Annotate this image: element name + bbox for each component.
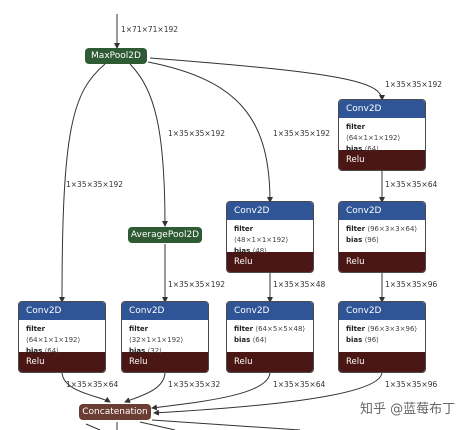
edge-b1-concat [61, 371, 111, 403]
filter-value: ⟨64×5×5×48⟩ [255, 325, 306, 333]
conv-title: Conv2D [339, 302, 425, 320]
input-shape-label: 1×71×71×192 [121, 25, 179, 34]
bias-label: bias [234, 247, 251, 255]
edge-label-b2-concat: 1×35×35×32 [168, 380, 221, 389]
conv-node-b3a[interactable]: Conv2D filter ⟨48×1×1×192⟩ bias ⟨48⟩ Rel… [227, 202, 313, 272]
edge-label-b3-concat: 1×35×35×64 [273, 380, 326, 389]
bias-label: bias [129, 347, 146, 355]
activation-label: Relu [339, 352, 425, 372]
bias-label: bias [346, 336, 363, 344]
activation-label: Relu [122, 352, 208, 372]
filter-value: ⟨64×1×1×192⟩ [26, 336, 81, 344]
bias-value: ⟨64⟩ [44, 347, 59, 355]
bias-value: ⟨96⟩ [364, 336, 379, 344]
edge-label-b4b-b4c: 1×35×35×96 [385, 280, 438, 289]
activation-label: Relu [339, 150, 425, 170]
filter-label: filter [26, 325, 46, 333]
conv-title: Conv2D [339, 100, 425, 118]
watermark-text: 知乎 @蓝莓布丁 [360, 402, 456, 417]
activation-label: Relu [19, 352, 105, 372]
filter-label: filter [346, 225, 366, 233]
conv-node-b1[interactable]: Conv2D filter ⟨64×1×1×192⟩ bias ⟨64⟩ Rel… [19, 302, 105, 372]
conv-title: Conv2D [227, 302, 313, 320]
edge-label-b1-concat: 1×35×35×64 [66, 380, 119, 389]
conv-params: filter ⟨96×3×3×64⟩ bias ⟨96⟩ [339, 220, 425, 252]
edge-label-maxpool-b4: 1×35×35×192 [385, 80, 443, 89]
activation-label: Relu [339, 252, 425, 272]
conv-node-b4c[interactable]: Conv2D filter ⟨96×3×3×96⟩ bias ⟨96⟩ Relu [339, 302, 425, 372]
filter-label: filter [346, 123, 366, 131]
filter-value: ⟨96×3×3×96⟩ [367, 325, 418, 333]
filter-value: ⟨48×1×1×192⟩ [234, 236, 289, 244]
edge-maxpool-avgpool [129, 63, 168, 227]
bias-label: bias [234, 336, 251, 344]
bias-label: bias [26, 347, 43, 355]
edge-maxpool-conv-b4a [149, 57, 385, 101]
conv-node-b4b[interactable]: Conv2D filter ⟨96×3×3×64⟩ bias ⟨96⟩ Relu [339, 202, 425, 272]
conv-title: Conv2D [227, 202, 313, 220]
edge-b4-concat [153, 371, 383, 416]
bias-value: ⟨64⟩ [364, 145, 379, 153]
filter-label: filter [234, 225, 254, 233]
conv-title: Conv2D [19, 302, 105, 320]
filter-label: filter [129, 325, 149, 333]
edge-concat-out-4 [151, 419, 301, 430]
avgpool-node[interactable]: AveragePool2D [128, 227, 202, 243]
edge-label-b4a-b4b: 1×35×35×64 [385, 180, 438, 189]
edge-label-b3a-b3b: 1×35×35×48 [273, 280, 326, 289]
concatenation-node[interactable]: Concatenation [79, 404, 151, 420]
edge-concat-out-2 [85, 423, 101, 430]
conv-node-b3b[interactable]: Conv2D filter ⟨64×5×5×48⟩ bias ⟨64⟩ Relu [227, 302, 313, 372]
conv-node-b4a[interactable]: Conv2D filter ⟨64×1×1×192⟩ bias ⟨64⟩ Rel… [339, 100, 425, 170]
conv-params: filter ⟨64×1×1×192⟩ bias ⟨64⟩ [339, 118, 425, 153]
conv-title: Conv2D [122, 302, 208, 320]
conv-node-b2[interactable]: Conv2D filter ⟨32×1×1×192⟩ bias ⟨32⟩ Rel… [122, 302, 208, 372]
filter-label: filter [234, 325, 254, 333]
bias-value: ⟨64⟩ [252, 336, 267, 344]
filter-label: filter [346, 325, 366, 333]
edge-concat-out-3 [139, 421, 176, 430]
conv-params: filter ⟨32×1×1×192⟩ bias ⟨32⟩ [122, 320, 208, 355]
edge-b3-concat [151, 371, 271, 411]
edge-label-avgpool-conv: 1×35×35×192 [168, 280, 226, 289]
edge-label-maxpool-b3: 1×35×35×192 [273, 129, 331, 138]
edge-maxpool-conv-b1 [59, 63, 106, 303]
edge-maxpool-conv-b3a [147, 61, 273, 203]
conv-params: filter ⟨64×1×1×192⟩ bias ⟨64⟩ [19, 320, 105, 355]
conv-title: Conv2D [339, 202, 425, 220]
bias-label: bias [346, 236, 363, 244]
conv-params: filter ⟨48×1×1×192⟩ bias ⟨48⟩ [227, 220, 313, 255]
activation-label: Relu [227, 252, 313, 272]
bias-value: ⟨48⟩ [252, 247, 267, 255]
filter-value: ⟨64×1×1×192⟩ [346, 134, 401, 142]
bias-value: ⟨32⟩ [147, 347, 162, 355]
bias-label: bias [346, 145, 363, 153]
conv-params: filter ⟨64×5×5×48⟩ bias ⟨64⟩ [227, 320, 313, 352]
activation-label: Relu [227, 352, 313, 372]
edge-label-maxpool-avgpool: 1×35×35×192 [168, 129, 226, 138]
filter-value: ⟨32×1×1×192⟩ [129, 336, 184, 344]
bias-value: ⟨96⟩ [364, 236, 379, 244]
edge-label-maxpool-b1: 1×35×35×192 [66, 180, 124, 189]
edge-label-b4-concat: 1×35×35×96 [385, 380, 438, 389]
filter-value: ⟨96×3×3×64⟩ [367, 225, 418, 233]
conv-params: filter ⟨96×3×3×96⟩ bias ⟨96⟩ [339, 320, 425, 352]
edge-b2-concat [124, 371, 166, 403]
maxpool-node[interactable]: MaxPool2D [85, 48, 147, 64]
